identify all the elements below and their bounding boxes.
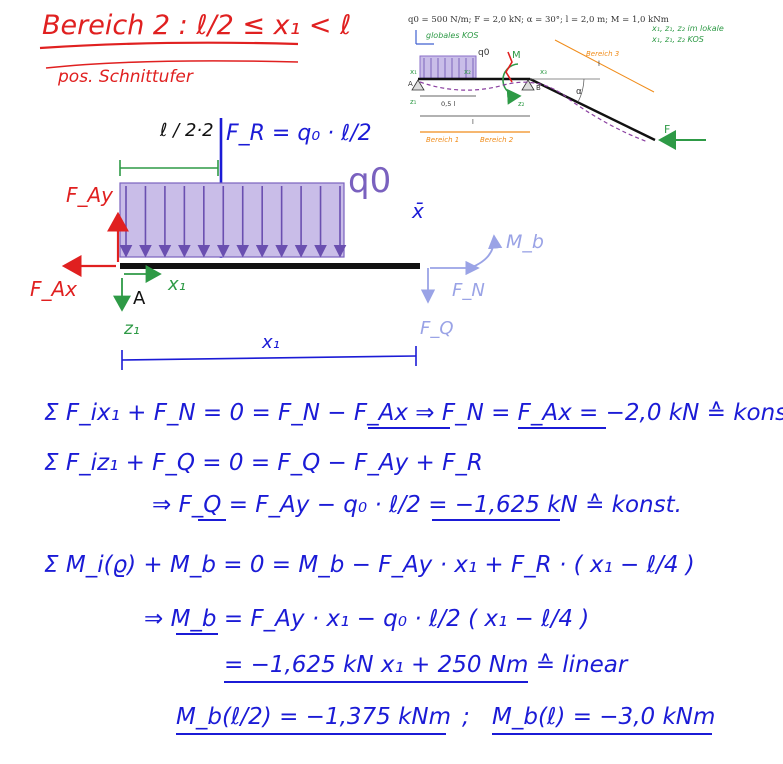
thumb-support-B [521,79,535,91]
equation-sum-z: Σ F_iz₁ + F_Q = 0 = F_Q − F_Ay + F_R [44,450,483,476]
heading-subtitle: pos. Schnittufer [57,67,194,87]
equation-moment-sum: Σ M_i(ϱ) + M_b = 0 = M_b − F_Ay · x₁ + F… [44,552,695,578]
system-thumbnail: q0 = 500 N/m; F = 2,0 kN; α = 30°; l = 2… [408,15,724,150]
axis-x1-label: x₁ [167,274,186,295]
thumb-deflection-line [419,81,649,143]
dim-x1-line [121,355,417,361]
thumb-label-F: F [664,123,670,136]
thumb-label-x2: x₂ [464,68,471,76]
equation-FQ-result: ⇒ F_Q = F_Ay − q₀ · ℓ/2 = −1,625 kN ≙ ko… [152,492,682,518]
equation-Mb-end: M_b(ℓ) = −3,0 kNm [492,704,715,730]
thumb-label-z2: z₂ [518,100,525,108]
equation-separator: ; [462,704,470,730]
equation-Mb-linear: = −1,625 kN x₁ + 250 Nm ≙ linear [224,652,629,678]
dim-label-top: ℓ / 2·2 [159,120,214,141]
coord-note-1: x₁, z₁, z₂ im lokale [651,24,724,33]
moment-Mb-arrow [469,234,503,269]
thumb-moment-arrow [502,63,522,105]
equation-sum-x: Σ F_ix₁ + F_N = 0 = F_N − F_Ax ⇒ F_N = F… [44,400,783,426]
force-FAy-label: F_Ay [66,183,114,207]
heading-title: Bereich 2 : ℓ/2 ≤ x₁ < ℓ [42,10,351,41]
force-FQ-label: F_Q [420,318,454,339]
thumb-angle-arc [577,78,585,103]
thumb-label-x1: x₁ [410,68,417,76]
equations: Σ F_ix₁ + F_N = 0 = F_N − F_Ax ⇒ F_N = F… [44,400,783,735]
resultant-label: F_R = q₀ · ℓ/2 [226,121,372,146]
thumb-region-3: Bereich 3 [586,50,619,58]
thumb-label-05l: 0,5 l [441,100,455,108]
thumb-label-M: M [512,50,521,61]
moment-Mb-label: M_b [506,231,544,253]
force-FAx-label: F_Ax [30,277,77,301]
global-axes-note: globales KOS [426,31,478,40]
thumb-label-l-top: l [598,60,600,68]
point-A-label: A [133,288,146,309]
axis-z1-label: z₁ [123,319,140,339]
section-heading: Bereich 2 : ℓ/2 ≤ x₁ < ℓ pos. Schnittufe… [39,10,351,87]
thumb-load-arrows [423,58,474,78]
thumb-label-z1: z₁ [410,98,417,106]
thumb-label-A: A [408,80,413,88]
free-body-diagram: ℓ / 2·2 F_R = q₀ · ℓ/2 q0 F_Ay F_Ax A x₁… [30,118,544,370]
heading-underline [39,41,299,50]
distributed-load [119,182,345,258]
subtitle-line [45,60,299,69]
thumb-dim-inclined [554,39,655,93]
thumb-label-alpha: α [576,87,582,97]
thumb-inclined-beam [529,77,656,142]
thumb-label-B: B [536,84,541,92]
thumb-label-l: l [472,118,474,126]
equation-Mb-half: M_b(ℓ/2) = −1,375 kNm [176,704,451,730]
cut-point-mark: x̄ [411,199,424,223]
thumb-label-x3: x₃ [540,68,547,76]
dim-x1-label: x₁ [261,332,280,353]
thumb-region-1: Bereich 1 [426,136,459,144]
force-FN-label: F_N [452,280,485,301]
thumb-support-A [411,79,425,91]
thumb-label-q0: q0 [478,48,490,58]
q0-label: q0 [348,161,391,201]
equation-Mb-expression: ⇒ M_b = F_Ay · x₁ − q₀ · ℓ/2 ( x₁ − ℓ/4 … [144,606,589,632]
given-values: q0 = 500 N/m; F = 2,0 kN; α = 30°; l = 2… [408,15,669,25]
coord-note-2: x₁, z₁, z₂ KOS [651,35,704,44]
thumb-cut-mark [505,51,513,83]
thumb-region-2: Bereich 2 [480,136,514,144]
